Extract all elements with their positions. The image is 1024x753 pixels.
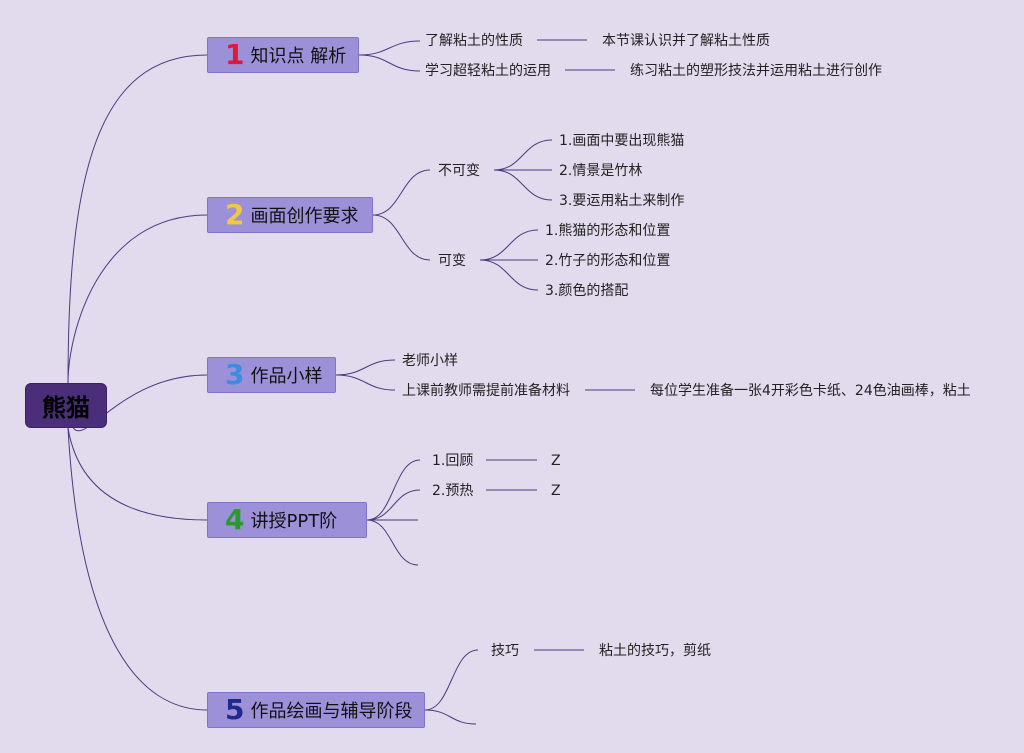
leaf-item[interactable]: 1.画面中要出现熊猫 (559, 133, 685, 149)
leaf-item[interactable]: 3.颜色的搭配 (545, 283, 629, 299)
leaf-item[interactable]: 老师小样 (402, 353, 458, 369)
connector-curve (372, 169, 431, 216)
connector-curve (358, 40, 421, 56)
leaf-detail[interactable]: Z (551, 453, 561, 469)
connector-curve (424, 709, 477, 725)
connector-curve (493, 139, 553, 171)
branch-drawing[interactable]: 5 作品绘画与辅导阶段 (207, 692, 425, 728)
leaf-item[interactable]: 学习超轻粘土的运用 (425, 63, 551, 79)
branch-label: 作品小样 (250, 366, 323, 387)
root-connector (67, 214, 208, 384)
connector-curve (366, 519, 419, 566)
root-connector (67, 427, 208, 711)
leaf-detail[interactable]: 每位学生准备一张4开彩色卡纸、24色油画棒，粘土 (650, 383, 971, 399)
branch-number: 1 (225, 38, 245, 71)
branch-label: 讲授PPT阶 (250, 511, 338, 532)
root-node[interactable]: 熊猫 (25, 383, 107, 428)
branch-number: 2 (225, 198, 245, 231)
branch-number: 4 (225, 503, 245, 536)
connector-curve (479, 229, 539, 261)
branch-number: 5 (225, 693, 245, 726)
leaf-item[interactable]: 1.熊猫的形态和位置 (545, 223, 671, 239)
leaf-item[interactable]: 上课前教师需提前准备材料 (402, 383, 570, 399)
leaf-detail[interactable]: 练习粘土的塑形技法并运用粘土进行创作 (630, 63, 882, 79)
leaf-item[interactable]: 3.要运用粘土来制作 (559, 193, 685, 209)
leaf-item[interactable]: 了解粘土的性质 (425, 33, 523, 49)
branch-label: 画面创作要求 (250, 206, 359, 227)
branch-knowledge[interactable]: 1 知识点 解析 (207, 37, 359, 73)
branch-label: 作品绘画与辅导阶段 (250, 701, 413, 722)
connector-curve (424, 649, 479, 711)
leaf-item[interactable]: 技巧 (491, 643, 519, 659)
connector-curve (335, 374, 396, 391)
leaf-detail[interactable]: 粘土的技巧，剪纸 (599, 643, 711, 659)
leaf-detail[interactable]: 本节课认识并了解粘土性质 (602, 33, 770, 49)
leaf-item[interactable]: 2.预热 (432, 483, 474, 499)
leaf-item[interactable]: 2.情景是竹林 (559, 163, 643, 179)
connector-curve (493, 169, 553, 201)
connector-curve (358, 54, 421, 72)
connector-curve (479, 259, 539, 291)
branch-sample[interactable]: 3 作品小样 (207, 357, 336, 393)
branch-requirements[interactable]: 2 画面创作要求 (207, 197, 373, 233)
leaf-detail[interactable]: Z (551, 483, 561, 499)
connector-curve (335, 359, 396, 376)
branch-ppt[interactable]: 4 讲授PPT阶 (207, 502, 367, 538)
branch-number: 3 (225, 358, 245, 391)
branch-label: 知识点 解析 (250, 46, 347, 67)
connector-curve (372, 214, 431, 261)
connector-curve (366, 459, 421, 521)
group-unchangeable[interactable]: 不可变 (438, 163, 480, 179)
root-connector (67, 54, 208, 384)
group-changeable[interactable]: 可变 (438, 253, 466, 269)
leaf-item[interactable]: 1.回顾 (432, 453, 474, 469)
leaf-item[interactable]: 2.竹子的形态和位置 (545, 253, 671, 269)
root-connector (67, 427, 208, 521)
connector-curve (366, 489, 421, 521)
